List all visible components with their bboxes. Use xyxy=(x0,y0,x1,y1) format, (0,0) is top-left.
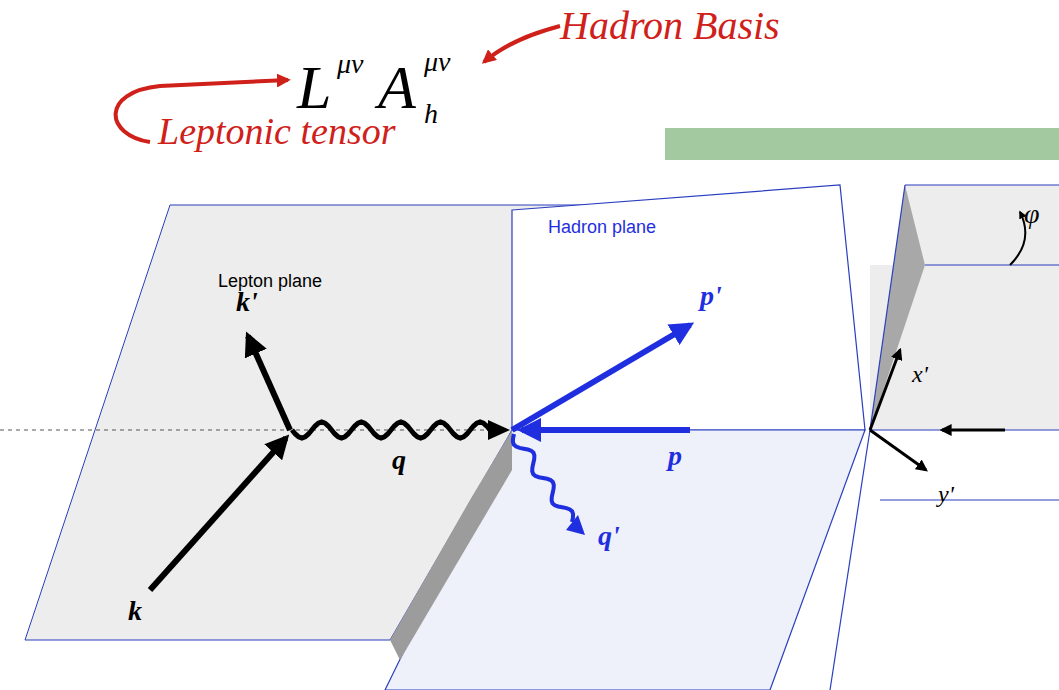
vector-label: q xyxy=(392,446,406,474)
formula-index: μν xyxy=(337,50,363,78)
plane-edge xyxy=(870,185,905,430)
plane-edge xyxy=(925,264,1059,265)
formula-symbol: L xyxy=(297,56,331,118)
axis-label: y' xyxy=(938,482,954,506)
formula-index: h xyxy=(424,100,438,128)
plane-label: Hadron plane xyxy=(548,218,656,236)
photon-arrowhead xyxy=(488,420,510,440)
outgoing-proton xyxy=(512,325,690,430)
angle-arc xyxy=(1010,212,1025,265)
incoming-lepton xyxy=(150,438,286,590)
plane-shadow xyxy=(870,185,925,430)
x-axis xyxy=(870,350,900,430)
photon-arrowhead xyxy=(566,515,585,535)
plane-fill xyxy=(905,185,1059,265)
angle-label: φ xyxy=(1024,200,1040,228)
hadron-plane-lower xyxy=(385,430,865,690)
plane-edge xyxy=(905,184,1059,185)
axis-label: x' xyxy=(912,362,928,386)
hadron-plane xyxy=(512,185,865,430)
outgoing-lepton xyxy=(248,336,290,430)
real-photon xyxy=(513,434,573,522)
vector-label: k' xyxy=(236,288,258,316)
vector-label: q' xyxy=(598,522,620,550)
plane-shadow xyxy=(390,430,512,660)
beam-direction xyxy=(942,429,1005,432)
annotation-arrow xyxy=(484,26,560,62)
annotation-title: Hadron Basis xyxy=(560,6,780,46)
annotation-title: Leptonic tensor xyxy=(158,112,395,150)
plane-edge xyxy=(830,430,870,690)
virtual-photon xyxy=(292,422,490,438)
y-axis xyxy=(870,430,926,470)
vector-label: k xyxy=(128,597,142,625)
incoming-proton xyxy=(522,427,690,433)
plane-edge xyxy=(880,499,1059,500)
plane-label: Lepton plane xyxy=(218,272,322,290)
green-bar xyxy=(665,128,1059,160)
plane-edge xyxy=(870,430,1059,431)
formula-symbol: A xyxy=(378,56,416,118)
axis-line xyxy=(0,429,512,430)
vector-label: p xyxy=(668,442,682,470)
formula-index: μν xyxy=(424,48,450,76)
vector-label: p' xyxy=(700,282,722,310)
